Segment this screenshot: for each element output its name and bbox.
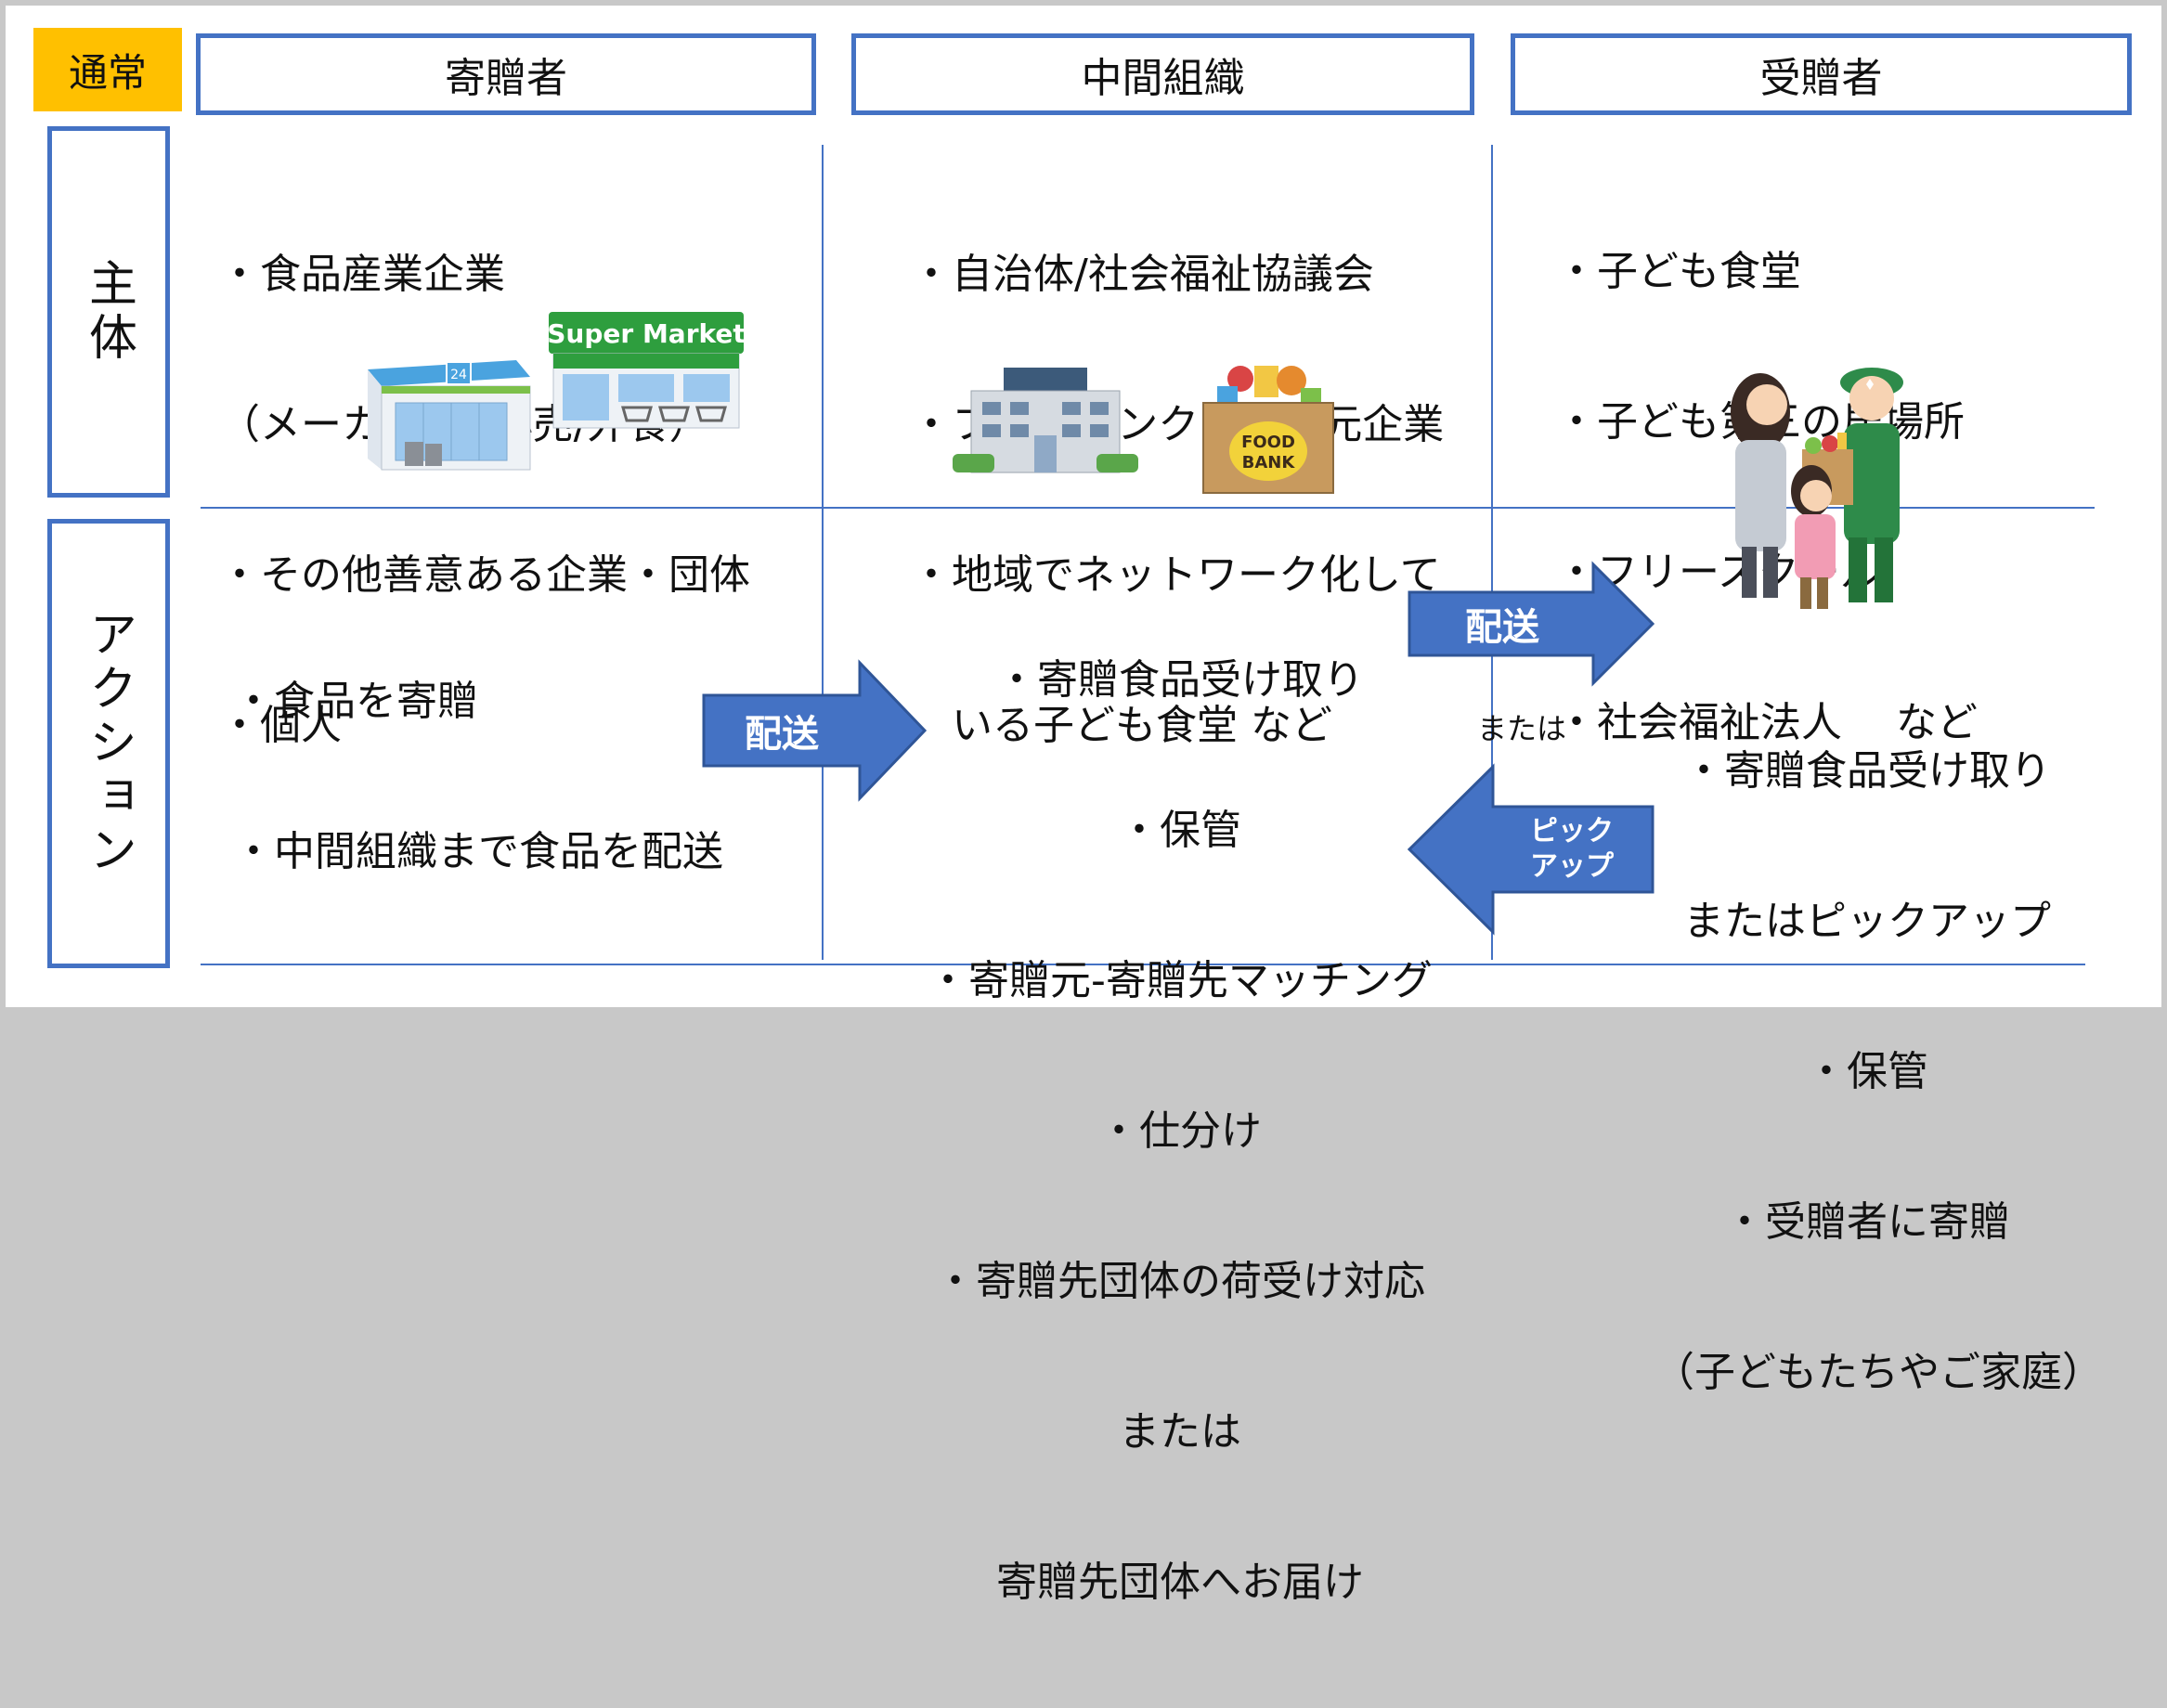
list-item: 寄贈先団体へお届け	[996, 1559, 1364, 1606]
grid-line-middle	[201, 507, 2095, 509]
normal-badge: 通常	[33, 28, 182, 111]
delivery-arrow-1	[702, 659, 928, 802]
intermediary-action-list: ・寄贈食品受け取り ・保管 ・寄贈元-寄贈先マッチング ・仕分け ・寄贈先団体の…	[920, 555, 1440, 1708]
list-item: または	[1119, 1408, 1241, 1456]
list-item: ・その他善意ある企業・団体	[219, 551, 750, 599]
row-header-action: アクション	[47, 519, 170, 968]
grid-line-bottom	[201, 964, 2085, 965]
store-number-label: 24	[450, 368, 467, 382]
list-item: ・受贈者に寄贈	[1724, 1198, 2010, 1246]
grid-line-col2	[1491, 145, 1493, 960]
delivery-arrow-1-label: 配送	[745, 713, 819, 756]
convenience-store-icon: 24	[368, 360, 531, 471]
header-recipient: 受贈者	[1511, 33, 2132, 115]
people-handing-food-icon	[1731, 368, 1903, 609]
diagram-frame: 通常 寄贈者 中間組織 受贈者 主体 アクション ・食品産業企業 （メーカー/卸…	[6, 6, 2161, 1606]
donor-action-list: ・食品を寄贈 ・中間組織まで食品を配送	[233, 576, 723, 977]
header-donor: 寄贈者	[196, 33, 816, 115]
list-item: ・自治体/社会福祉協議会	[911, 251, 1374, 298]
supermarket-icon: Super Market	[547, 312, 746, 429]
supermarket-sign-label: Super Market	[547, 318, 746, 349]
list-item: ・保管	[1119, 807, 1241, 854]
building-icon	[953, 368, 1138, 473]
list-item: いる子ども食堂 など	[911, 702, 1332, 749]
list-item: ・食品を寄贈	[233, 678, 478, 725]
list-item: （子どもたちやご家庭）	[1654, 1349, 2103, 1396]
list-item: ・食品産業企業	[219, 251, 505, 298]
row-header-entity-text: 主体	[80, 258, 136, 366]
list-item: ・寄贈食品受け取り	[1683, 747, 2051, 795]
or-label: または	[1477, 711, 1567, 746]
row-header-action-text: アクション	[80, 609, 136, 878]
recipient-action-list: ・寄贈食品受け取り またはピックアップ ・保管 ・受贈者に寄贈 （子どもたちやご…	[1654, 646, 2103, 1498]
grid-line-col1	[822, 145, 824, 960]
header-intermediary: 中間組織	[851, 33, 1474, 115]
pickup-arrow-label: ピック アップ	[1530, 815, 1614, 883]
list-item: ・個人	[219, 702, 342, 749]
list-item: ・寄贈元-寄贈先マッチング	[928, 957, 1433, 1004]
list-item: ・子ども食堂	[1556, 248, 1801, 295]
list-item: ・保管	[1806, 1048, 1928, 1095]
list-item: またはピックアップ	[1683, 898, 2051, 945]
pickup-arrow	[1407, 763, 1654, 936]
list-item: ・寄贈食品受け取り	[996, 656, 1364, 704]
list-item: ・地域でネットワーク化して	[911, 551, 1441, 599]
delivery-arrow-2-label: 配送	[1465, 606, 1539, 649]
food-bank-label-2: BANK	[1242, 453, 1296, 472]
list-item: ・中間組織まで食品を配送	[233, 828, 723, 875]
delivery-arrow-2	[1408, 561, 1655, 687]
food-bank-box-icon: FOOD BANK	[1202, 366, 1334, 494]
row-header-entity: 主体	[47, 126, 170, 498]
list-item: ・仕分け	[1098, 1107, 1262, 1155]
list-item: ・社会福祉法人 など	[1556, 699, 1978, 746]
list-item: ・寄贈先団体の荷受け対応	[935, 1258, 1425, 1305]
food-bank-label-1: FOOD	[1241, 433, 1295, 452]
